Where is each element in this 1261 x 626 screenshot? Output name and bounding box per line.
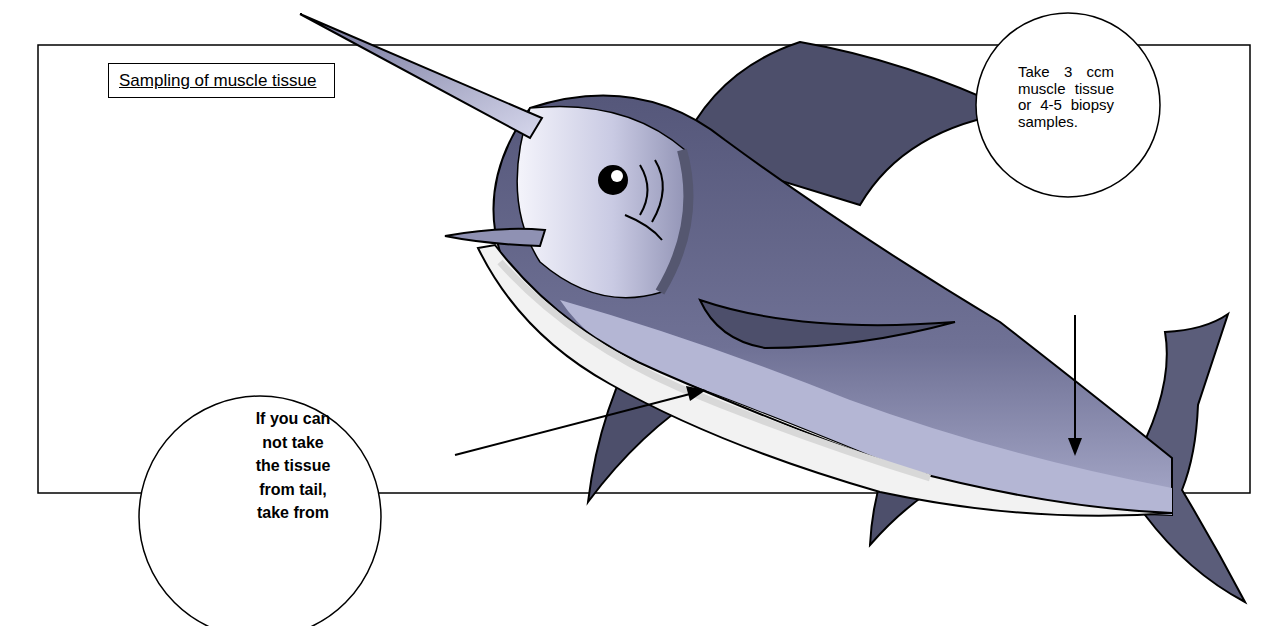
marlin-head	[517, 106, 691, 297]
gill-cover	[660, 150, 688, 292]
note-text: If you can not take the tissue from tail…	[250, 407, 336, 525]
title-text: Sampling of muscle tissue	[119, 70, 324, 91]
lower-jaw	[445, 229, 545, 246]
eye	[598, 165, 628, 195]
arrow-head	[1068, 438, 1082, 456]
pectoral-fin	[700, 300, 955, 348]
callout-circle: Take 3 ccm muscle tissue or 4-5 biopsy s…	[975, 12, 1161, 198]
title-box: Sampling of muscle tissue	[108, 63, 335, 98]
belly-shade	[500, 262, 930, 478]
note-text: Take 3 ccm muscle tissue or 4-5 biopsy s…	[1018, 64, 1114, 130]
leader-line	[1074, 315, 1076, 440]
marlin-bill	[300, 14, 542, 138]
callout-circle: If you can not take the tissue from tail…	[138, 395, 382, 626]
leader-line	[455, 394, 690, 455]
arrow-head	[686, 386, 706, 401]
eye-highlight	[611, 170, 623, 182]
gill-lines	[625, 160, 663, 240]
